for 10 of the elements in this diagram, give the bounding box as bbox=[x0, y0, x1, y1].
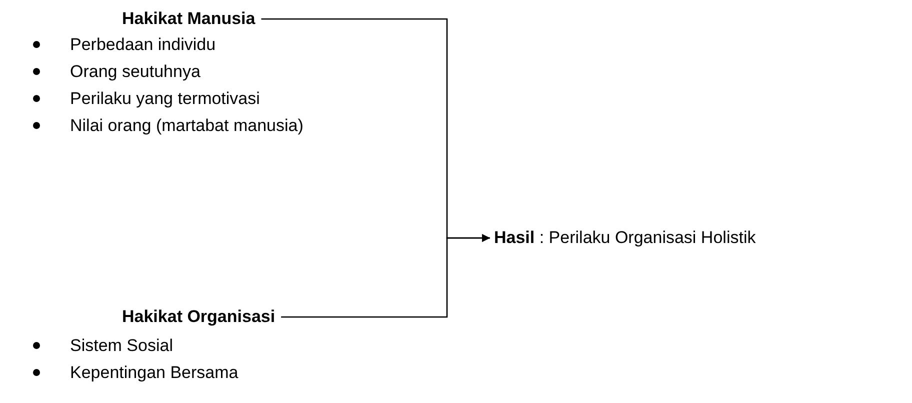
list-item-text: Nilai orang (martabat manusia) bbox=[70, 114, 304, 136]
list-item-text: Kepentingan Bersama bbox=[70, 362, 238, 384]
connector-arrow bbox=[281, 234, 490, 318]
section-heading: Hakikat Organisasi bbox=[122, 306, 276, 328]
list-item-text: Sistem Sosial bbox=[70, 334, 173, 356]
list-item-text: Perbedaan individu bbox=[70, 34, 216, 56]
list-item-text: Perilaku yang termotivasi bbox=[70, 88, 260, 110]
section-heading: Hakikat Manusia bbox=[122, 8, 256, 30]
list-item-text: Orang seutuhnya bbox=[70, 60, 200, 82]
result-text: Hasil : Perilaku Organisasi Holistik bbox=[494, 227, 756, 249]
